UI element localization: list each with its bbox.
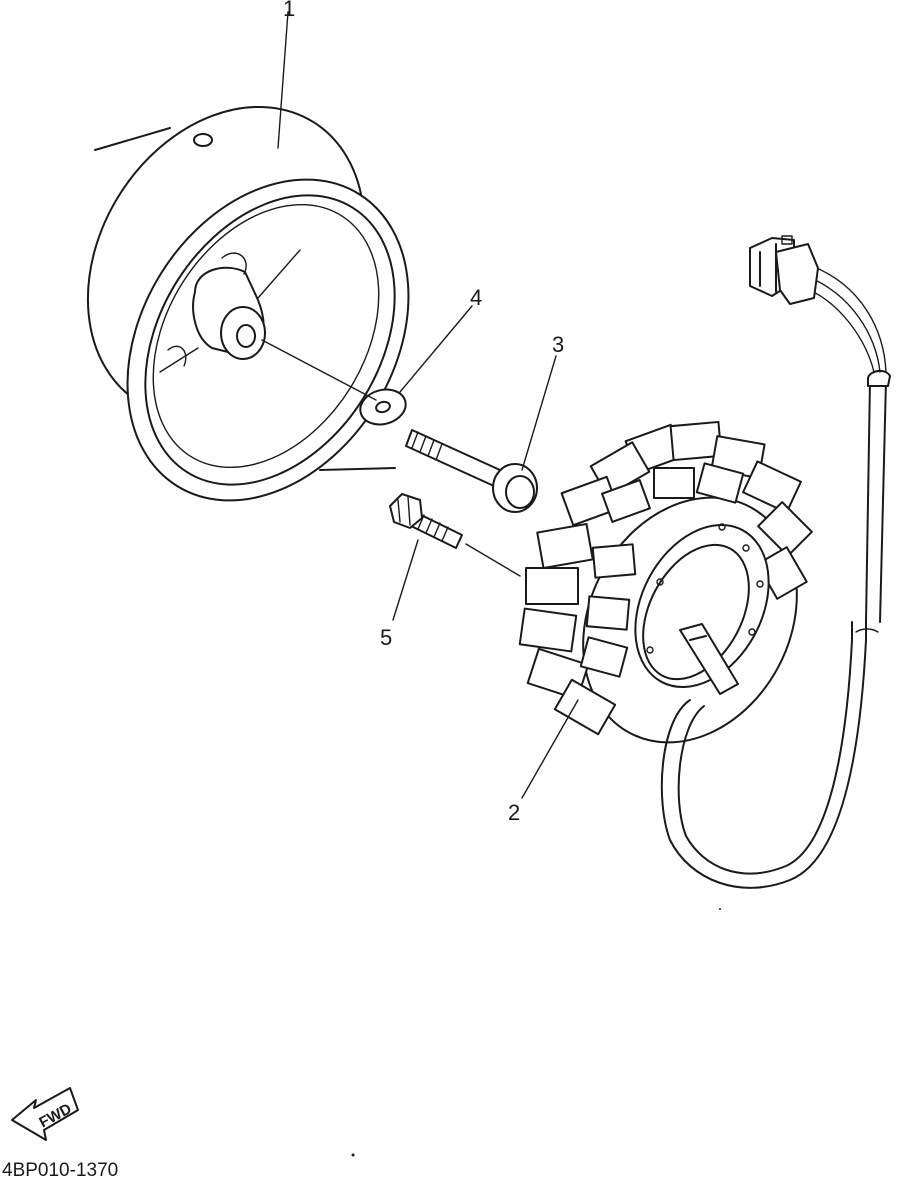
callout-2: 2	[508, 800, 520, 825]
screw	[389, 493, 463, 549]
stator-coil	[518, 420, 813, 744]
flywheel-rotor	[86, 105, 410, 502]
speck	[719, 908, 721, 910]
wire-connector	[749, 235, 819, 305]
callout-1: 1	[283, 0, 295, 21]
speck	[351, 1153, 355, 1157]
stator-bolt	[405, 429, 538, 513]
callout-4: 4	[470, 285, 482, 310]
leader-lines	[261, 11, 579, 799]
callout-5: 5	[380, 625, 392, 650]
callout-3: 3	[552, 332, 564, 357]
part-code: 4BP010-1370	[2, 1160, 119, 1181]
callout-labels: 1 2 3 4 5	[283, 0, 564, 825]
fwd-arrow: FWD	[11, 1087, 79, 1141]
